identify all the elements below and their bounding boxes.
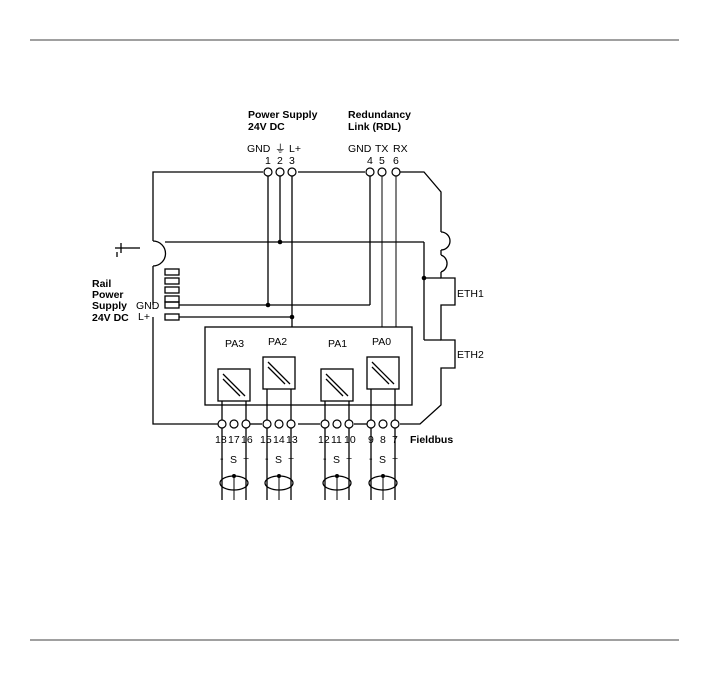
signal-plus-label: +	[288, 453, 294, 465]
signal-minus-label: -	[220, 453, 224, 465]
terminal-label: 17	[228, 434, 240, 446]
power-supply-title: Power Supply	[248, 109, 318, 121]
module-pa3-label: PA3	[225, 338, 244, 350]
signal-plus-label: +	[346, 453, 352, 465]
terminal-label: 4	[367, 155, 373, 167]
module-pa1-symbol	[321, 369, 353, 401]
signal-s-label: S	[230, 454, 237, 466]
side-notch-1	[441, 232, 450, 250]
signal-s-label: S	[333, 454, 340, 466]
ps-earth-label: ⏚	[275, 143, 286, 155]
signal-plus-label: +	[243, 453, 249, 465]
rail-label-4: 24V DC	[92, 312, 129, 324]
earth-ground-icon	[115, 243, 128, 257]
rdl-gnd-label: GND	[348, 143, 372, 155]
terminal-label: 3	[289, 155, 295, 167]
rdl-title: Redundancy	[348, 109, 411, 121]
module-pa0-label: PA0	[372, 336, 391, 348]
signal-plus-label: +	[392, 453, 398, 465]
signal-s-label: S	[379, 454, 386, 466]
rail-lplus-label: L+	[138, 311, 150, 323]
module-pa2-label: PA2	[268, 336, 287, 348]
terminal-label: 8	[380, 434, 386, 446]
terminal-label: 13	[286, 434, 298, 446]
terminal-label: 6	[393, 155, 399, 167]
side-notch-2	[441, 255, 447, 272]
module-pa1-label: PA1	[328, 338, 347, 350]
rail-notch	[153, 241, 166, 266]
terminal-label: 12	[318, 434, 330, 446]
fieldbus-label: Fieldbus	[410, 434, 453, 446]
terminal-label: 1	[265, 155, 271, 167]
signal-labels: - S + - S + - S + - S +	[220, 453, 398, 466]
power-supply-voltage: 24V DC	[248, 121, 285, 133]
rdl-tx-label: TX	[375, 143, 388, 155]
eth1-label: ETH1	[457, 288, 484, 300]
signal-minus-label: -	[323, 453, 327, 465]
bottom-terminal-numbers: 18 17 16 15 14 13 12 11 10 9 8 7	[215, 434, 398, 446]
terminal-label: 15	[260, 434, 272, 446]
terminal-label: 9	[368, 434, 374, 446]
rdl-rx-label: RX	[393, 143, 408, 155]
terminal-label: 2	[277, 155, 283, 167]
module-pa3-symbol	[218, 369, 250, 401]
terminal-label: 5	[379, 155, 385, 167]
terminal-label: 11	[331, 434, 342, 446]
eth2-label: ETH2	[457, 349, 484, 361]
ps-lplus-label: L+	[289, 143, 301, 155]
module-pa2-symbol	[263, 357, 295, 389]
signal-s-label: S	[275, 454, 282, 466]
terminal-label: 16	[241, 434, 253, 446]
signal-minus-label: -	[265, 453, 269, 465]
terminal-label: 10	[344, 434, 356, 446]
signal-minus-label: -	[369, 453, 373, 465]
rdl-subtitle: Link (RDL)	[348, 121, 401, 133]
ps-gnd-label: GND	[247, 143, 271, 155]
rail-connector	[165, 269, 179, 320]
device-housing	[153, 172, 455, 424]
terminal-label: 18	[215, 434, 227, 446]
module-pa0-symbol	[367, 357, 399, 389]
rail-label-3: Supply	[92, 300, 127, 312]
terminal-label: 14	[273, 434, 285, 446]
terminal-label: 7	[392, 434, 398, 446]
